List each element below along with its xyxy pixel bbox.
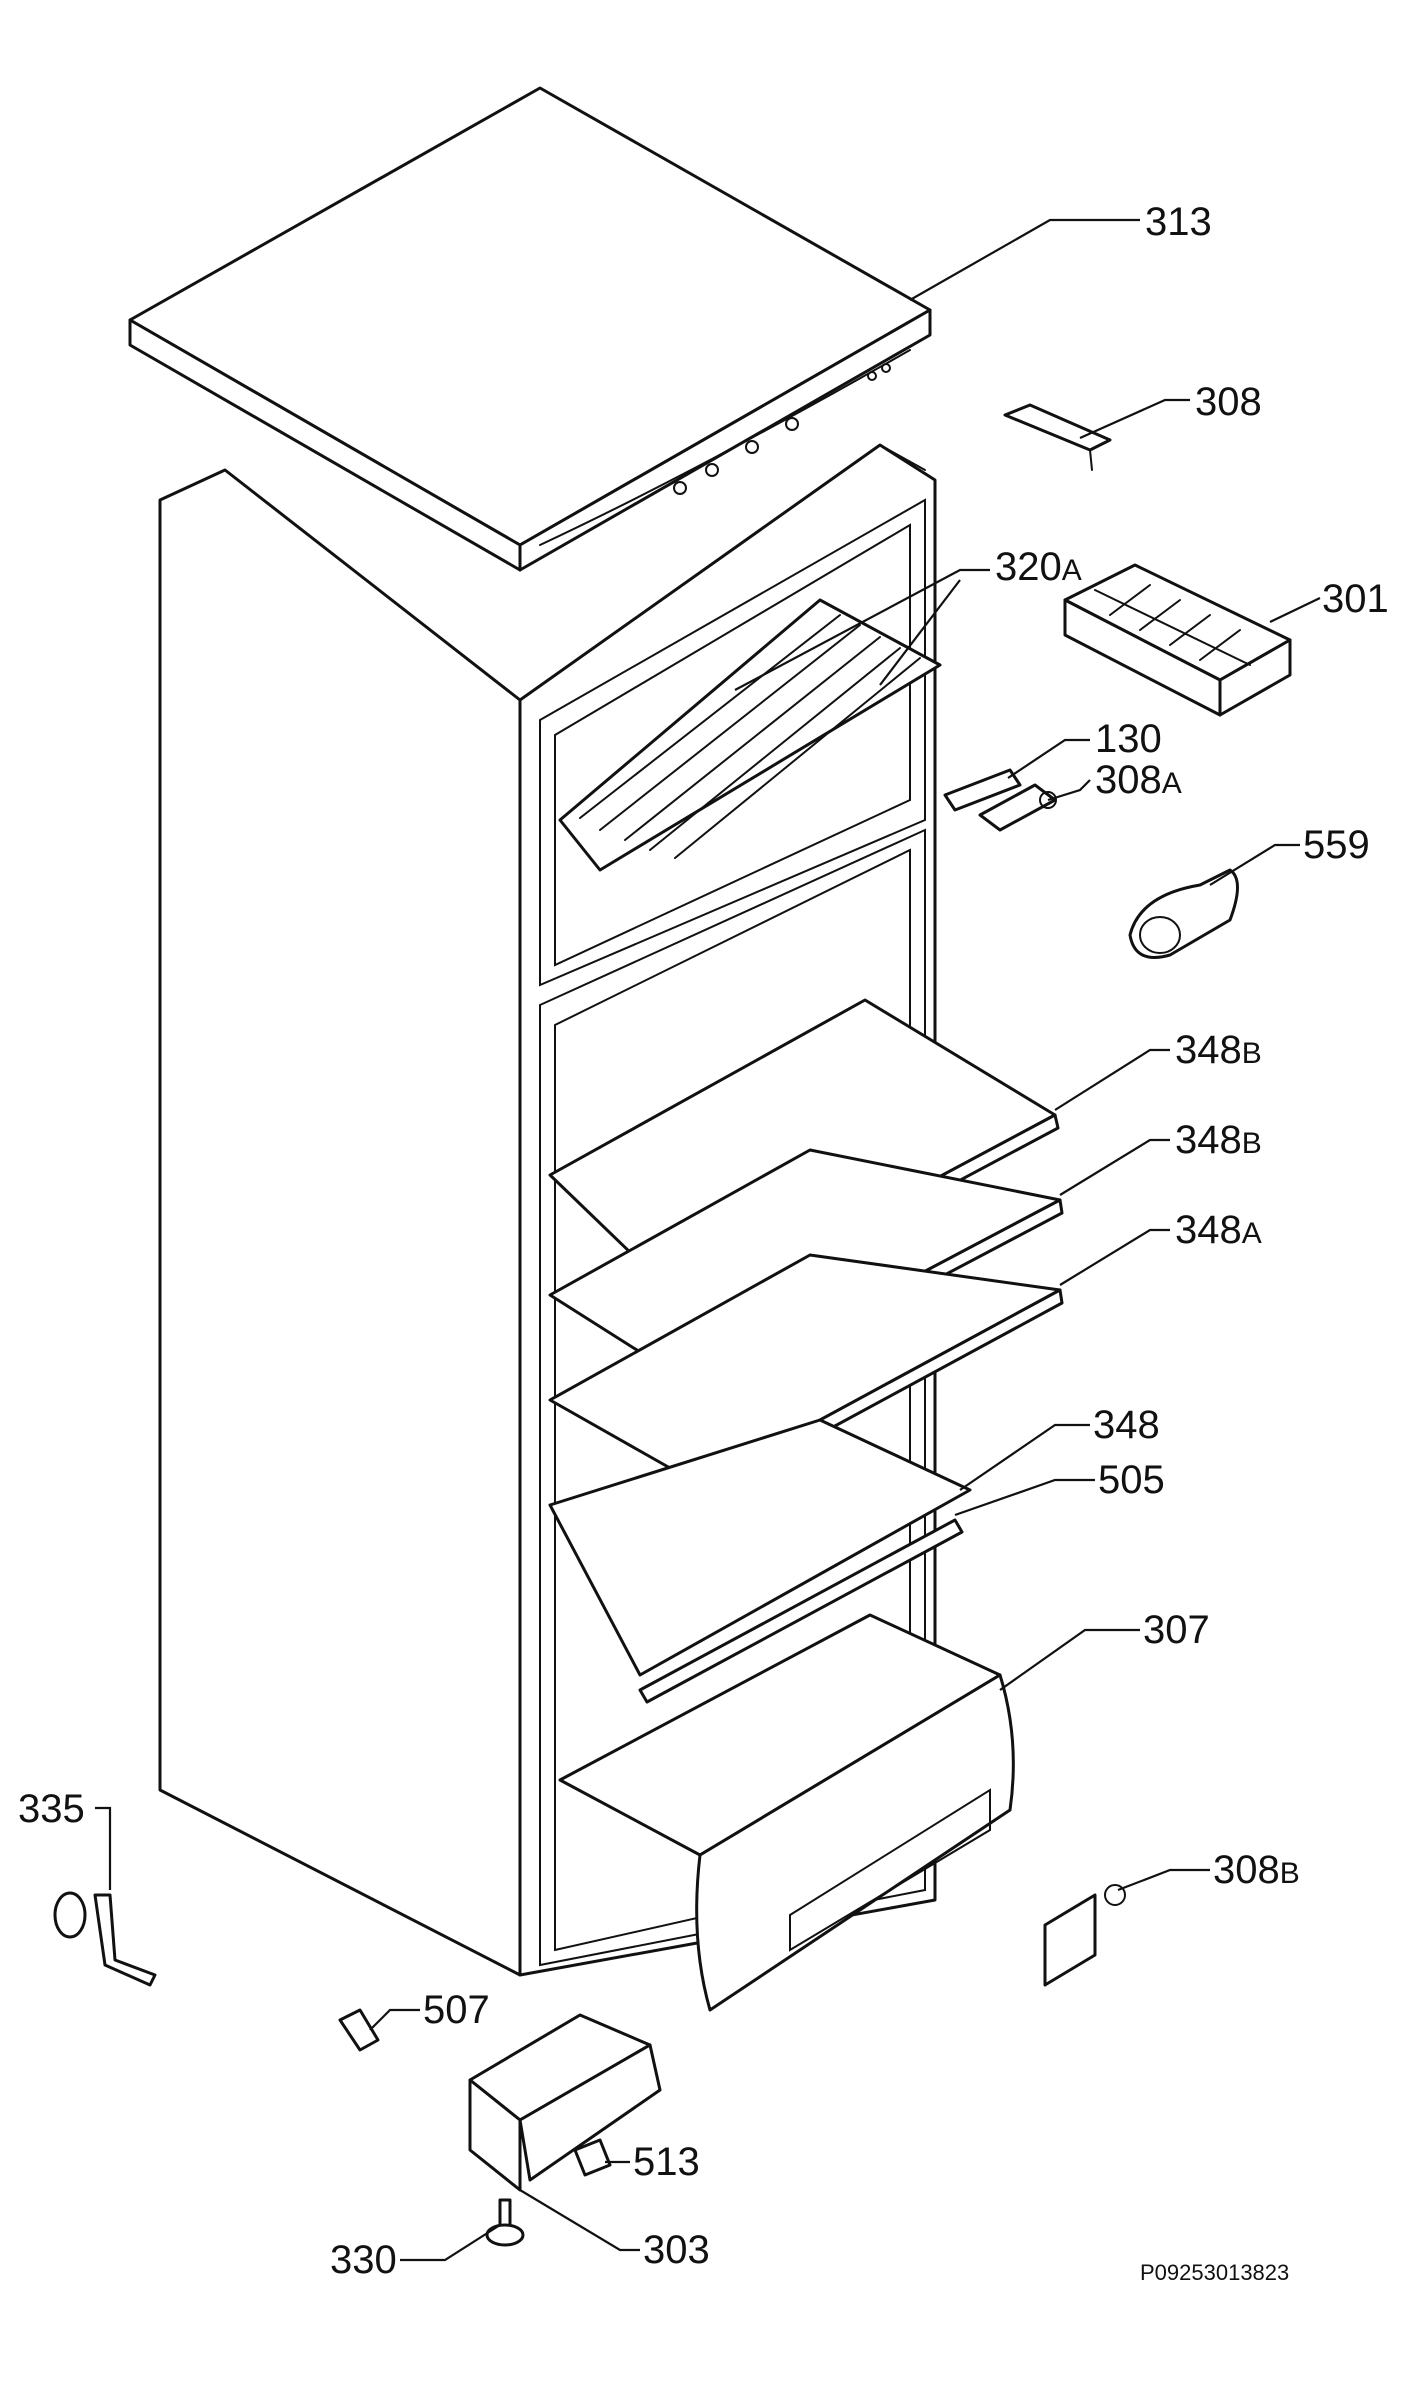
glass-shelf-348 <box>548 1418 972 1677</box>
callout-308b: 308B <box>1213 1848 1300 1892</box>
wire-shelf-320a <box>558 598 942 872</box>
callout-507: 507 <box>423 1988 490 2032</box>
top-cover-313 <box>128 86 932 572</box>
callout-513: 513 <box>633 2140 700 2184</box>
callout-313: 313 <box>1145 200 1212 244</box>
lamp-holder-308a <box>978 783 1057 832</box>
callout-303: 303 <box>643 2228 710 2272</box>
ice-tray-301 <box>1063 563 1292 717</box>
callout-308a: 308A <box>1095 758 1182 802</box>
callout-301: 301 <box>1322 577 1389 621</box>
callout-307: 307 <box>1143 1608 1210 1652</box>
kick-plate-303 <box>468 2013 662 2192</box>
callout-348b-1: 348B <box>1175 1028 1262 1072</box>
leader-lines <box>95 218 1321 2262</box>
callout-labels: 313 308 320A 301 130 308A 559 348B 348B … <box>18 200 1389 2282</box>
cap-513 <box>573 2138 612 2177</box>
bracket-308 <box>1003 403 1112 471</box>
callout-320a: 320A <box>995 545 1082 589</box>
knob-housing-559 <box>1128 868 1239 959</box>
shelf-trim-505 <box>638 1518 964 1704</box>
callout-559: 559 <box>1303 823 1370 867</box>
callout-308: 308 <box>1195 380 1262 424</box>
callout-335: 335 <box>18 1787 85 1831</box>
drawing-code: P09253013823 <box>1140 2260 1289 2285</box>
callout-330: 330 <box>330 2238 397 2282</box>
vegetable-drawer-307 <box>558 1613 1015 2012</box>
lamp-cover-130 <box>943 768 1022 812</box>
callout-348a: 348A <box>1175 1208 1262 1252</box>
callout-348b-2: 348B <box>1175 1118 1262 1162</box>
foot-330 <box>485 2198 525 2247</box>
callout-348: 348 <box>1093 1403 1160 1447</box>
callout-130: 130 <box>1095 717 1162 761</box>
hinge-335 <box>53 1891 157 1987</box>
clip-507 <box>338 2008 380 2052</box>
callout-505: 505 <box>1098 1458 1165 1502</box>
bracket-308b <box>1043 1884 1126 1987</box>
